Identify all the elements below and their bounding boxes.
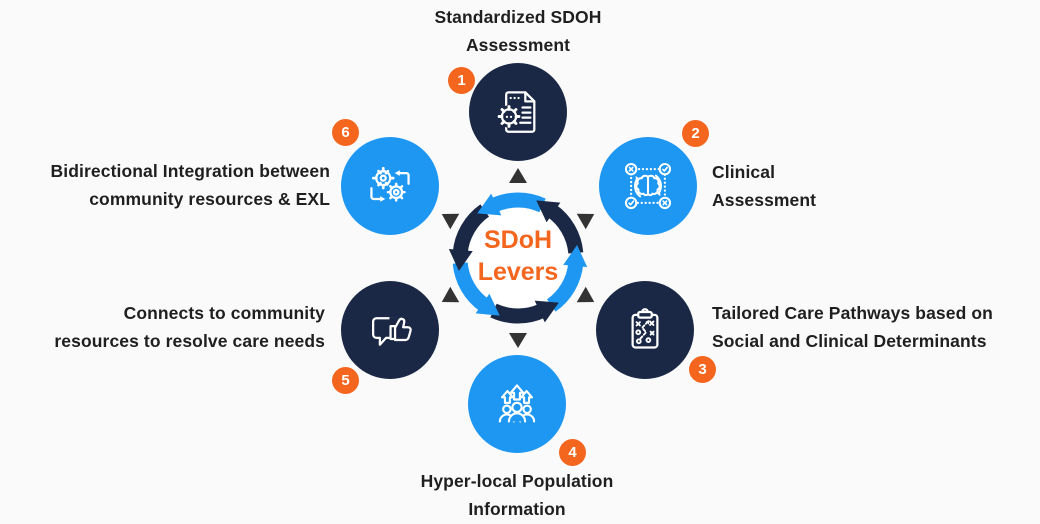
node-6-label: Bidirectional Integration between commun…: [50, 161, 330, 209]
node-4-label: Hyper-local Population Information: [420, 471, 614, 519]
node-6-circle: [341, 137, 439, 235]
ring-arrowheads: [448, 193, 588, 323]
brain-assessment-icon: [624, 162, 672, 210]
feedback-thumbs-up-icon: [372, 317, 412, 346]
center-title-line1: SDoH: [483, 226, 553, 254]
step-badge-5: 5: [332, 367, 359, 394]
document-gear-icon: [497, 91, 536, 133]
node-5-label: Connects to community resources to resol…: [54, 303, 325, 351]
node-3-circle: [596, 281, 694, 379]
node-4-circle: [468, 355, 566, 453]
step-badge-1: 1: [448, 67, 475, 94]
node-1-circle: [469, 63, 567, 161]
step-badge-6: 6: [332, 119, 359, 146]
cycle-ring-graphic: [441, 168, 595, 348]
node-5-circle: [341, 281, 439, 379]
strategy-clipboard-icon: [631, 308, 659, 349]
node-1-label: Standardized SDOH Assessment: [434, 7, 602, 55]
step-badge-4: 4: [559, 439, 586, 466]
center-title: SDoH Levers: [438, 224, 598, 288]
center-disc: [468, 208, 568, 308]
center-title-line2: Levers: [477, 258, 559, 286]
node-2-circle: [599, 137, 697, 235]
node-2-label: Clinical Assessment: [712, 162, 817, 210]
step-badge-2: 2: [682, 120, 709, 147]
outward-pointer-icons: [441, 168, 595, 348]
bidirectional-gears-icon: [370, 166, 410, 203]
population-growth-icon: [498, 384, 536, 423]
node-3-label: Tailored Care Pathways based on Social a…: [712, 303, 993, 351]
step-badge-3: 3: [689, 356, 716, 383]
